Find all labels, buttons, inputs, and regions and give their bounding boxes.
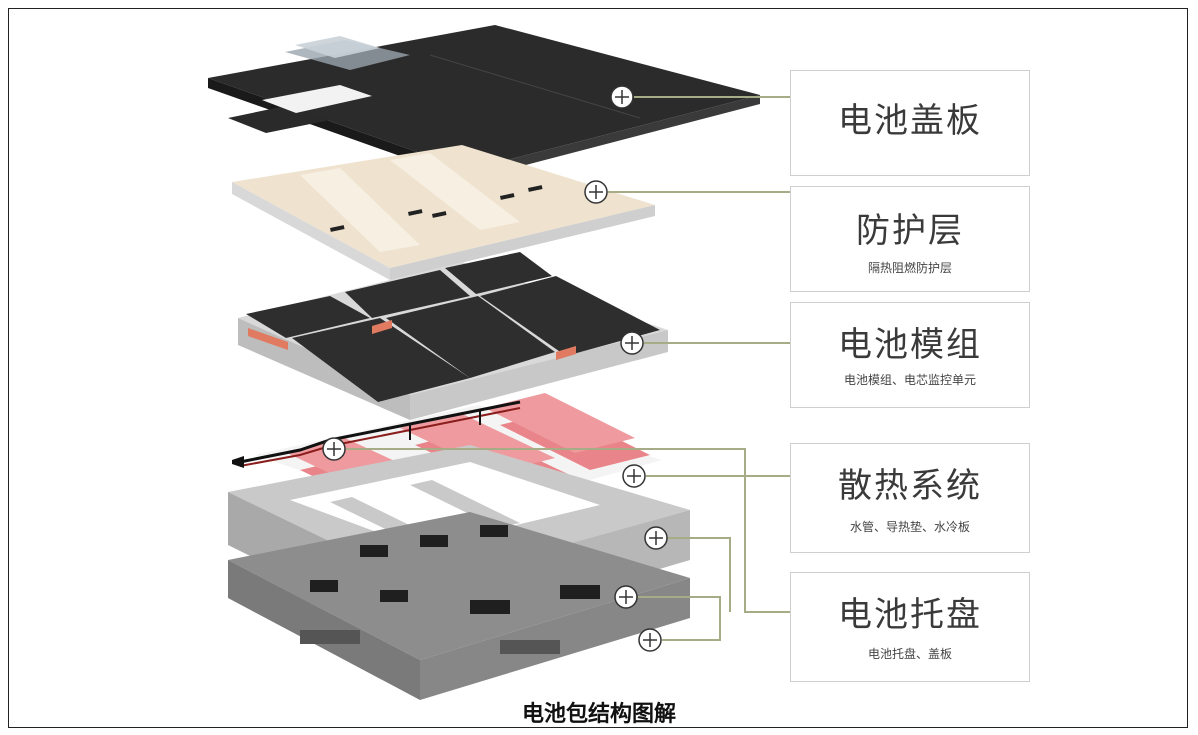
plus-circle-icon	[610, 85, 634, 109]
label-battery-tray-title: 电池托盘	[838, 595, 982, 635]
diagram-caption: 电池包结构图解	[521, 702, 676, 727]
label-battery-cover-title: 电池盖板	[838, 101, 982, 141]
label-cooling-system: 散热系统 水管、导热垫、水冷板	[790, 443, 1030, 553]
plus-circle-icon	[322, 437, 346, 461]
label-cooling-system-subtitle: 水管、导热垫、水冷板	[849, 520, 970, 534]
plus-circle-icon	[638, 628, 662, 652]
label-protective-layer-title: 防护层	[856, 211, 964, 251]
label-protective-layer: 防护层 隔热阻燃防护层	[790, 186, 1030, 292]
leader-lines	[346, 96, 790, 641]
label-battery-modules-title: 电池模组	[838, 325, 982, 365]
battery-modules-illustration	[238, 252, 668, 420]
label-battery-modules-subtitle: 电池模组、电芯监控单元	[843, 373, 976, 387]
label-cooling-system-title: 散热系统	[838, 466, 982, 506]
label-battery-cover: 电池盖板	[790, 70, 1030, 176]
battery-tray-illustration	[228, 445, 690, 700]
plus-circle-icon	[614, 585, 638, 609]
protective-layer-illustration	[232, 145, 655, 280]
plus-circle-icon	[644, 526, 668, 550]
plus-circle-icon	[620, 331, 644, 355]
label-battery-tray: 电池托盘 电池托盘、盖板	[790, 572, 1030, 682]
label-battery-tray-subtitle: 电池托盘、盖板	[867, 647, 952, 661]
plus-circle-icon	[584, 180, 608, 204]
label-protective-layer-subtitle: 隔热阻燃防护层	[867, 261, 952, 275]
plus-circle-icon	[622, 464, 646, 488]
label-battery-modules: 电池模组 电池模组、电芯监控单元	[790, 302, 1030, 408]
